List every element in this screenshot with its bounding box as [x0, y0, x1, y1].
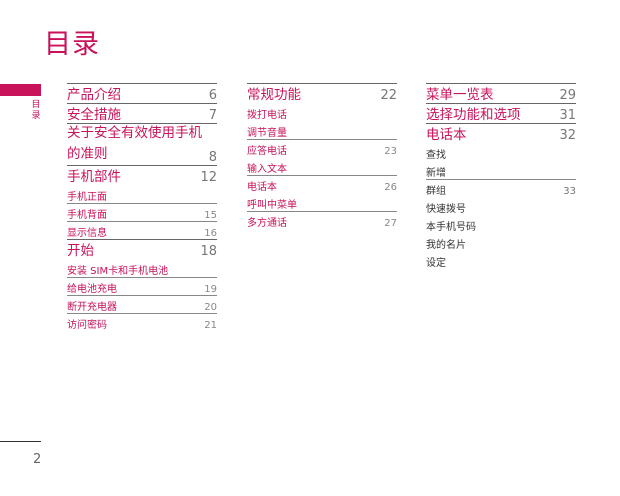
toc-subentry-title: 新增	[426, 168, 446, 179]
toc-entry-page: 7	[208, 108, 217, 123]
toc-subentry[interactable]: 显示信息 16	[67, 221, 217, 239]
toc-entry-page: 32	[559, 128, 576, 143]
toc-entry-title: 常规功能	[247, 87, 301, 103]
toc-subentry-page: 16	[204, 228, 217, 239]
toc-subentry-title: 多方通话	[247, 218, 287, 229]
toc-entry[interactable]: 开始 18	[67, 239, 217, 259]
toc-subentry-page: 15	[204, 210, 217, 221]
toc-entry-title: 菜单一览表	[426, 87, 494, 103]
toc-subentry-title: 手机背面	[67, 210, 107, 221]
toc-entry-page: 31	[559, 108, 576, 123]
toc-subentry-title: 我的名片	[426, 240, 466, 251]
toc-subentry[interactable]: 输入文本	[247, 157, 397, 175]
toc-entry[interactable]: 手机部件 12	[67, 165, 217, 185]
toc-subentry[interactable]: 拨打电话	[247, 103, 397, 121]
toc-subentry[interactable]: 快速拨号	[426, 197, 576, 215]
toc-column-2: 常规功能 22 拨打电话 调节音量 应答电话 23 输入文本 电话本 26 呼叫…	[247, 83, 397, 229]
toc-subentry[interactable]: 给电池充电 19	[67, 277, 217, 295]
toc-subentry-title: 安装 SIM卡和手机电池	[67, 266, 169, 277]
toc-subentry-title: 手机正面	[67, 192, 107, 203]
toc-subentry[interactable]: 呼叫中菜单	[247, 193, 397, 211]
toc-entry[interactable]: 安全措施 7	[67, 103, 217, 123]
toc-subentry-page: 26	[384, 182, 397, 193]
toc-subentry[interactable]: 设定	[426, 251, 576, 269]
toc-subentry-title: 本手机号码	[426, 222, 476, 233]
toc-subentry[interactable]: 断开充电器 20	[67, 295, 217, 313]
toc-subentry[interactable]: 新增	[426, 161, 576, 179]
toc-subentry-title: 应答电话	[247, 146, 287, 157]
toc-subentry-title: 电话本	[247, 182, 277, 193]
side-section-label: 目录	[31, 100, 41, 121]
toc-subentry[interactable]: 我的名片	[426, 233, 576, 251]
toc-subentry-title: 群组	[426, 186, 446, 197]
toc-entry-page: 6	[208, 88, 217, 103]
toc-column-3: 菜单一览表 29 选择功能和选项 31 电话本 32 查找 新增 群组 33 快…	[426, 83, 576, 269]
toc-subentry-page: 23	[384, 146, 397, 157]
toc-subentry[interactable]: 访问密码 21	[67, 313, 217, 331]
page-title: 目录	[44, 29, 100, 60]
toc-subentry[interactable]: 安装 SIM卡和手机电池	[67, 259, 217, 277]
toc-subentry-page: 33	[563, 186, 576, 197]
toc-subentry[interactable]: 群组 33	[426, 179, 576, 197]
toc-entry-page: 12	[200, 170, 217, 185]
toc-subentry-title: 查找	[426, 150, 446, 161]
toc-entry-page: 8	[208, 150, 217, 165]
toc-entry-title: 电话本	[426, 127, 467, 143]
toc-subentry[interactable]: 手机背面 15	[67, 203, 217, 221]
toc-entry-title: 选择功能和选项	[426, 107, 521, 123]
toc-entry[interactable]: 电话本 32	[426, 123, 576, 143]
toc-subentry-page: 19	[204, 284, 217, 295]
toc-subentry[interactable]: 手机正面	[67, 185, 217, 203]
toc-entry-title: 安全措施	[67, 107, 121, 123]
toc-subentry-title: 访问密码	[67, 320, 107, 331]
footer-divider	[0, 441, 41, 442]
section-tab-marker	[0, 84, 41, 96]
toc-subentry-title: 拨打电话	[247, 110, 287, 121]
toc-subentry-title: 断开充电器	[67, 302, 117, 313]
toc-entry[interactable]: 产品介绍 6	[67, 83, 217, 103]
toc-subentry-title: 调节音量	[247, 128, 287, 139]
toc-subentry-title: 设定	[426, 258, 446, 269]
toc-entry[interactable]: 菜单一览表 29	[426, 83, 576, 103]
toc-entry-title: 产品介绍	[67, 87, 121, 103]
toc-subentry[interactable]: 应答电话 23	[247, 139, 397, 157]
toc-subentry[interactable]: 电话本 26	[247, 175, 397, 193]
toc-subentry-page: 21	[204, 320, 217, 331]
toc-entry-title: 关于安全有效使用手机的准则	[67, 125, 202, 162]
toc-subentry-page: 20	[204, 302, 217, 313]
toc-subentry-title: 快速拨号	[426, 204, 466, 215]
toc-entry-title: 开始	[67, 243, 94, 259]
toc-subentry[interactable]: 本手机号码	[426, 215, 576, 233]
toc-subentry[interactable]: 多方通话 27	[247, 211, 397, 229]
toc-column-1: 产品介绍 6 安全措施 7 关于安全有效使用手机的准则 8 手机部件 12 手机…	[67, 83, 217, 331]
toc-entry-title: 手机部件	[67, 169, 121, 185]
toc-entry-page: 22	[380, 88, 397, 103]
toc-entry-page: 29	[559, 88, 576, 103]
toc-subentry-title: 呼叫中菜单	[247, 200, 297, 211]
toc-entry[interactable]: 常规功能 22	[247, 83, 397, 103]
toc-subentry[interactable]: 调节音量	[247, 121, 397, 139]
page-number: 2	[33, 452, 42, 467]
toc-entry[interactable]: 选择功能和选项 31	[426, 103, 576, 123]
toc-subentry-title: 显示信息	[67, 228, 107, 239]
toc-entry[interactable]: 关于安全有效使用手机的准则 8	[67, 123, 217, 165]
toc-subentry-page: 27	[384, 218, 397, 229]
toc-subentry-title: 给电池充电	[67, 284, 117, 295]
toc-subentry[interactable]: 查找	[426, 143, 576, 161]
toc-subentry-title: 输入文本	[247, 164, 287, 175]
toc-entry-page: 18	[200, 244, 217, 259]
